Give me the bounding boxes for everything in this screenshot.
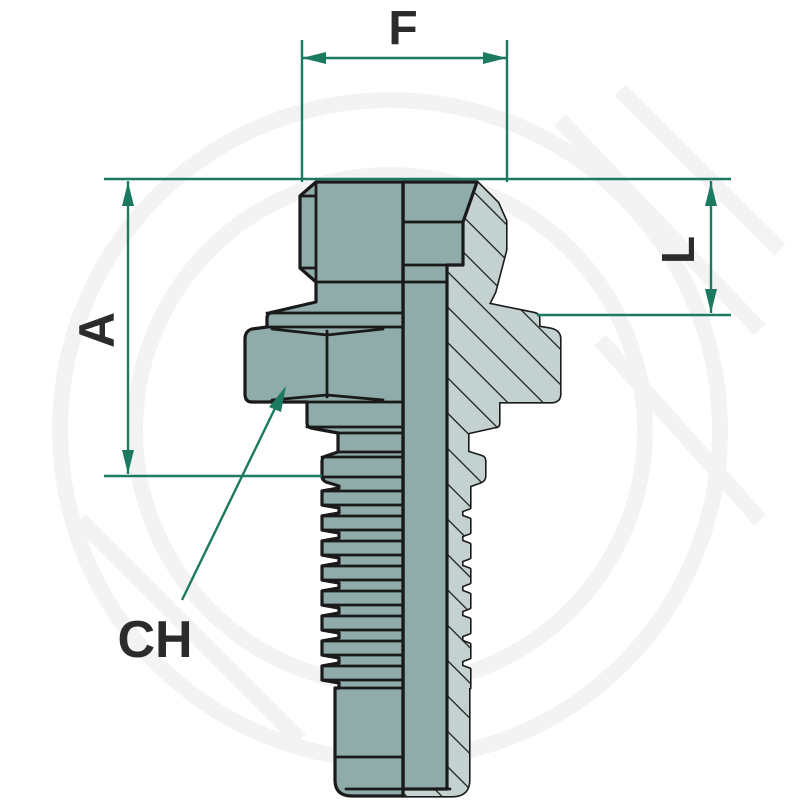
dimension-f-label: F: [388, 2, 417, 55]
dimension-ch-label: CH: [117, 611, 192, 669]
arrowhead: [122, 450, 134, 474]
dimension-f: [300, 40, 509, 182]
external-outline: [243, 180, 405, 798]
fitting-external-half: [243, 180, 452, 798]
barb-ridge-lines: [320, 489, 405, 682]
dimensions: [104, 40, 731, 601]
fitting-drawing: [243, 180, 562, 798]
arrowhead: [122, 182, 134, 206]
bore-detail-lines: [401, 180, 479, 791]
arrowhead: [705, 182, 717, 206]
arrowhead: [483, 52, 507, 64]
dimension-l-label: L: [652, 236, 704, 264]
dimension-a: [104, 181, 322, 478]
arrowhead: [269, 386, 286, 412]
arrowhead: [705, 289, 717, 313]
leader-ch: [180, 386, 286, 601]
fitting-section-half: [401, 180, 562, 798]
dimension-a-label: A: [69, 312, 125, 348]
dimension-l: [537, 181, 731, 317]
external-detail-lines: [250, 180, 452, 791]
arrowhead: [302, 52, 326, 64]
